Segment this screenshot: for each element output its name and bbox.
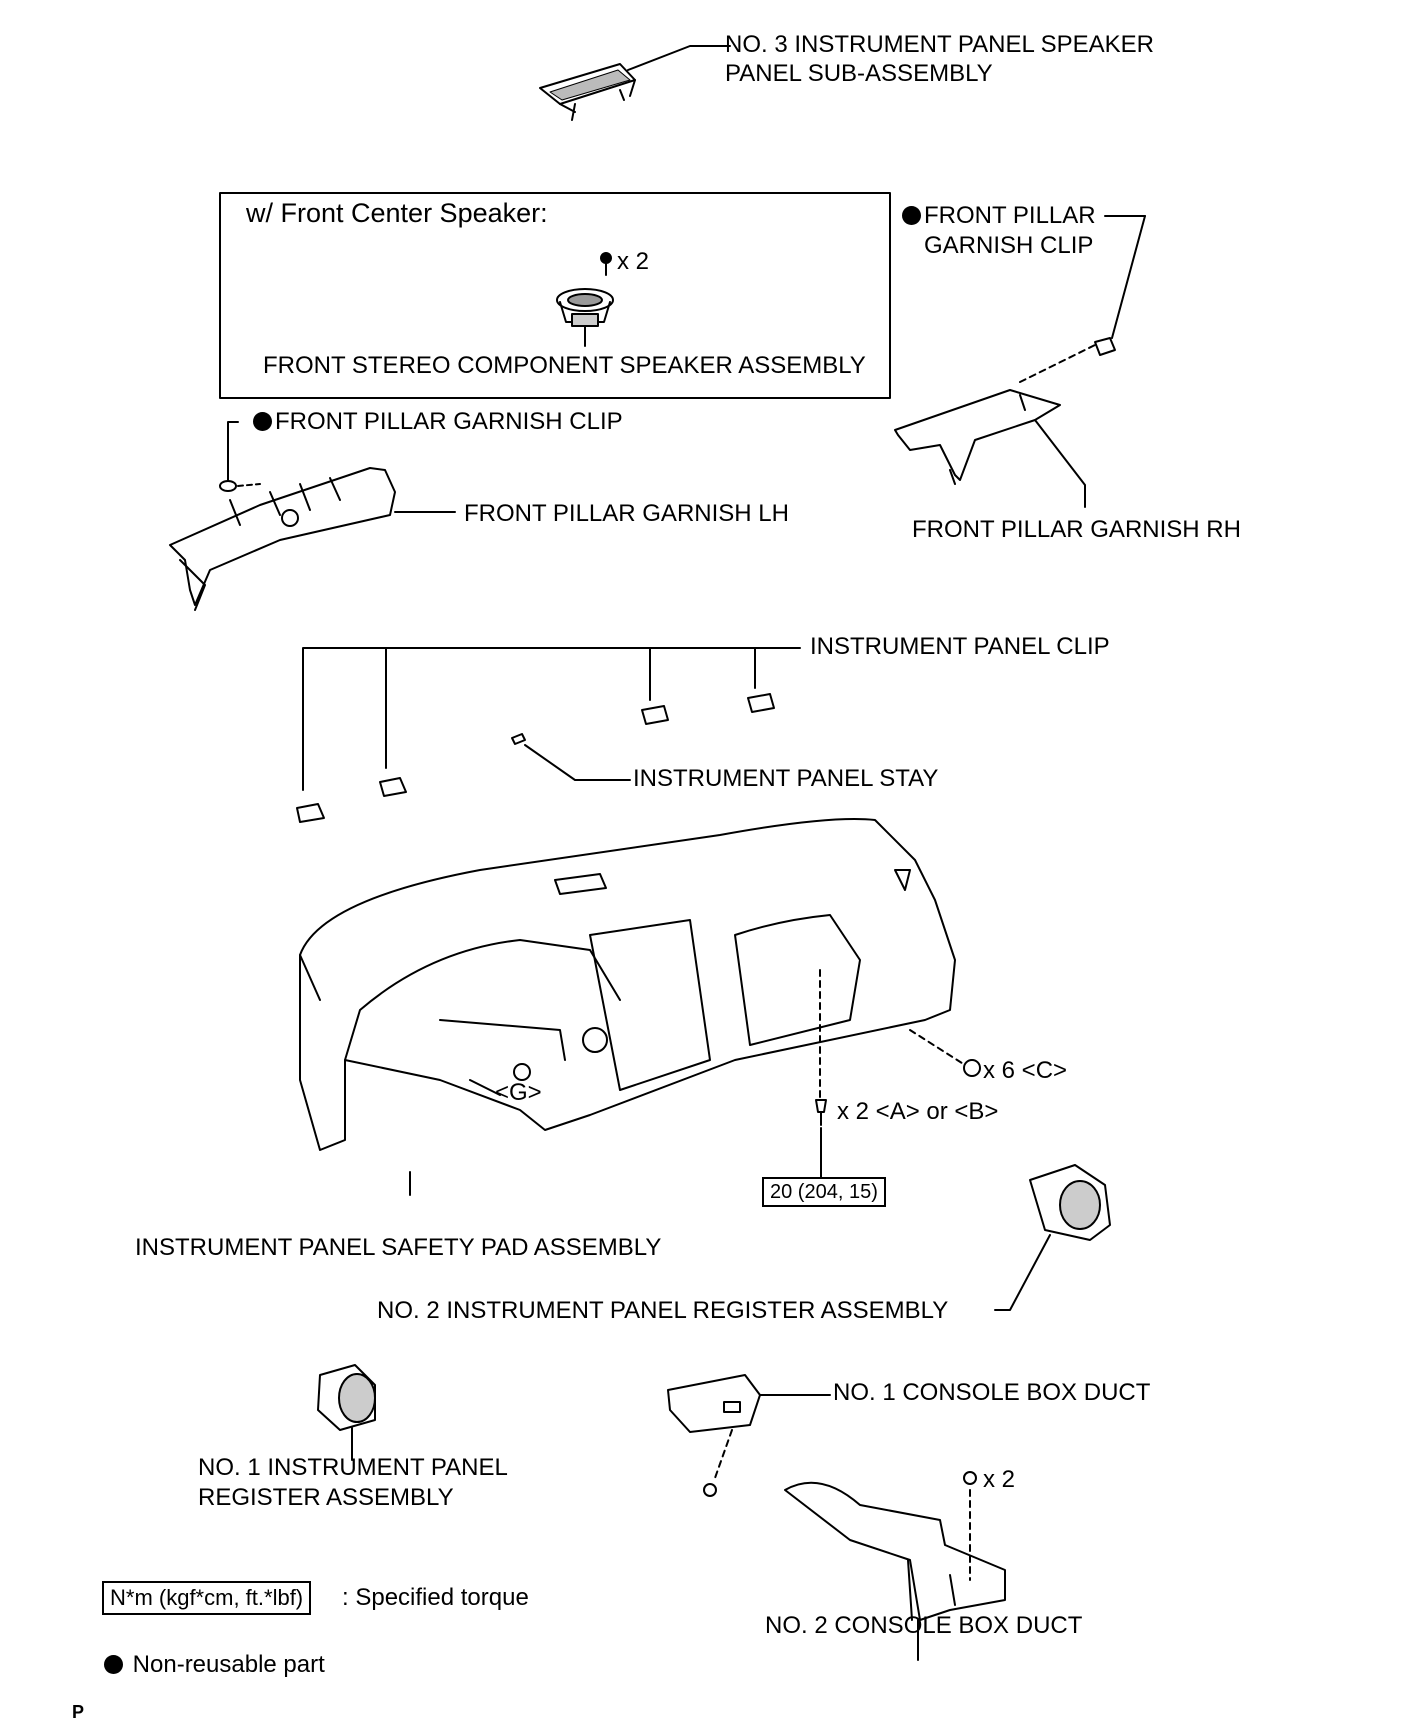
inset-title: w/ Front Center Speaker: xyxy=(246,198,548,228)
front-pillar-garnish-lh-part xyxy=(169,421,456,611)
front-pillar-garnish-rh-part xyxy=(894,215,1146,508)
console-duct-no2-part xyxy=(784,1471,1006,1661)
instrument-panel-stay-part xyxy=(511,733,631,781)
speaker-panel-part xyxy=(539,45,731,121)
label-garnish-rh: FRONT PILLAR GARNISH RH xyxy=(912,516,1241,543)
console-duct-no1-part xyxy=(667,1374,831,1497)
label-center-speaker: FRONT STEREO COMPONENT SPEAKER ASSEMBLY xyxy=(263,352,866,379)
label-speaker-panel-2: PANEL SUB-ASSEMBLY xyxy=(725,60,993,87)
label-safety-pad: INSTRUMENT PANEL SAFETY PAD ASSEMBLY xyxy=(135,1234,662,1261)
torque-box: 20 (204, 15) xyxy=(762,1177,886,1207)
label-panel-clip: INSTRUMENT PANEL CLIP xyxy=(810,633,1110,660)
inset-qty: x 2 xyxy=(617,248,650,275)
label-register-no2: NO. 2 INSTRUMENT PANEL REGISTER ASSEMBLY xyxy=(377,1297,949,1324)
label-panel-stay: INSTRUMENT PANEL STAY xyxy=(633,765,939,792)
label-clip-rh-2: GARNISH CLIP xyxy=(924,232,1094,259)
legend-torque-box: N*m (kgf*cm, ft.*lbf) xyxy=(102,1581,312,1615)
label-screw-c: x 6 <C> xyxy=(983,1057,1068,1084)
label-console-duct-1: NO. 1 CONSOLE BOX DUCT xyxy=(833,1379,1151,1406)
safety-pad-part xyxy=(299,818,966,1196)
register-no1-part xyxy=(317,1364,376,1461)
register-no2-part xyxy=(994,1164,1111,1311)
fasteners xyxy=(513,1059,981,1181)
label-register-no1-2: REGISTER ASSEMBLY xyxy=(198,1484,454,1511)
nonreusable-dot-icon xyxy=(902,206,921,225)
legend-nonreusable: Non-reusable part xyxy=(104,1650,325,1680)
label-console-duct-2: NO. 2 CONSOLE BOX DUCT xyxy=(765,1612,1083,1639)
label-speaker-panel: NO. 3 INSTRUMENT PANEL SPEAKER xyxy=(725,31,1154,58)
label-clip-rh-1: FRONT PILLAR xyxy=(902,201,1096,231)
page-mark: P xyxy=(72,1702,85,1722)
inset-box xyxy=(219,192,891,399)
center-speaker-part xyxy=(556,252,614,347)
instrument-panel-clip-leaders xyxy=(302,647,801,791)
label-nut-g: <G> xyxy=(495,1079,542,1106)
label-screw-ab: x 2 <A> or <B> xyxy=(837,1098,999,1125)
label-garnish-lh: FRONT PILLAR GARNISH LH xyxy=(464,500,789,527)
label-clip-lh: FRONT PILLAR GARNISH CLIP xyxy=(253,407,623,437)
label-register-no1-1: NO. 1 INSTRUMENT PANEL xyxy=(198,1454,508,1481)
instrument-panel-clips xyxy=(296,693,775,823)
label-duct-qty: x 2 xyxy=(983,1466,1016,1493)
nonreusable-dot-icon xyxy=(104,1655,123,1674)
nonreusable-dot-icon xyxy=(253,412,272,431)
legend-torque-text: : Specified torque xyxy=(342,1584,529,1611)
